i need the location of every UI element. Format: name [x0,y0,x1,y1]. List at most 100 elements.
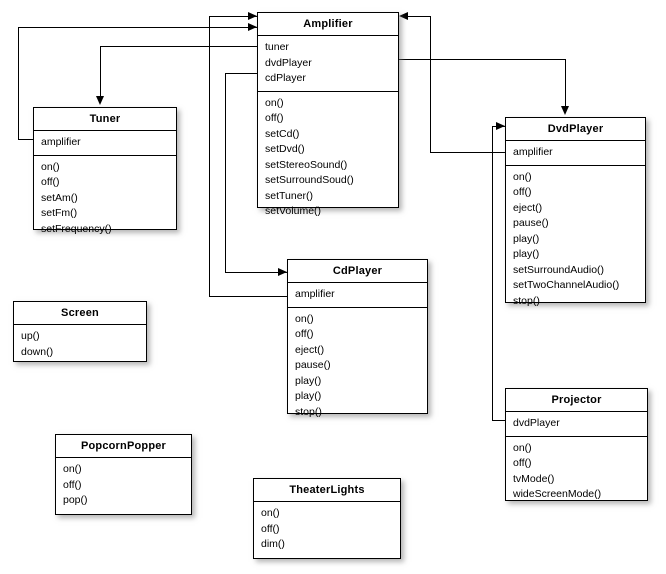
uml-operation: off() [63,478,82,491]
connector-segment [408,16,430,17]
connector-segment [18,139,34,140]
uml-attributes-compartment: tuner dvdPlayer cdPlayer [258,36,398,92]
uml-operation: off() [261,522,280,535]
uml-operation: off() [295,328,314,340]
uml-operation: setVolume() [265,205,322,217]
uml-operation: setTuner() [265,189,314,202]
connector-segment [209,16,257,17]
uml-operations-compartment: up() down() [14,325,146,366]
uml-operation: setDvd() [265,143,305,155]
uml-operation: pop() [63,494,88,506]
connector-segment [100,46,257,47]
uml-class-name: TheaterLights [254,479,400,502]
uml-attribute: cdPlayer [265,72,306,84]
connector-segment [225,73,257,74]
association-arrowhead [399,12,408,20]
uml-attribute: dvdPlayer [513,417,560,429]
uml-class-name: PopcornPopper [56,435,191,458]
connector-segment [209,16,210,296]
uml-class-theaterlights[interactable]: TheaterLights on() off() dim() [253,478,401,559]
uml-operations-compartment: on() off() setAm() setFm() setFrequency() [34,156,176,244]
uml-attributes-compartment: amplifier [506,141,645,166]
uml-operation: on() [265,96,284,109]
uml-operation: setFm() [41,207,78,219]
uml-operation: play() [295,390,322,402]
uml-operation: pause() [513,217,549,229]
uml-operation: setAm() [41,191,78,204]
uml-class-projector[interactable]: Projector dvdPlayer on() off() tvMode() wideS… [505,388,648,501]
uml-operation: setStereoSound() [265,158,348,171]
uml-class-name: CdPlayer [288,260,427,283]
uml-operation: down() [21,345,54,358]
connector-segment [100,46,101,98]
uml-operation: setTwoChannelAudio() [513,279,620,291]
uml-class-name: Amplifier [258,13,398,36]
association-arrowhead [278,268,287,276]
uml-operation: on() [513,441,532,454]
uml-operations-compartment: on() off() eject() pause() play() play() setSu… [506,166,645,316]
uml-attributes-compartment: amplifier [34,131,176,156]
uml-class-dvdplayer[interactable]: DvdPlayer amplifier on() off() eject() pause(… [505,117,646,307]
uml-operation: on() [63,463,82,475]
uml-operation: stop() [513,294,540,307]
uml-operation: play() [513,248,540,260]
uml-attribute: tuner [265,41,289,53]
connector-segment [209,296,287,297]
uml-operation: on() [513,170,532,183]
uml-attribute: amplifier [513,146,553,158]
uml-operations-compartment: on() off() pop() [56,458,191,515]
connector-segment [492,126,493,420]
uml-class-amplifier[interactable]: Amplifier tuner dvdPlayer cdPlayer on() off()… [257,12,399,217]
uml-operation: up() [21,330,40,342]
uml-operation: on() [295,312,314,325]
uml-operations-compartment: on()off()setCd()setDvd()setStereoSound()… [258,92,398,226]
uml-class-tuner[interactable]: Tuner amplifier on() off() setAm() setFm() set… [33,107,177,235]
uml-operation: stop() [295,405,322,418]
connector-segment [492,420,505,421]
uml-class-name: DvdPlayer [506,118,645,141]
uml-class-name: Screen [14,302,146,325]
uml-operation: off() [513,457,532,469]
association-arrowhead [248,12,257,20]
connector-segment [18,27,257,28]
uml-operation: setSurroundSoud() [265,174,354,186]
uml-operation: eject() [513,201,543,214]
connector-segment [430,152,505,153]
uml-operation: on() [261,507,280,519]
uml-operation: on() [41,160,60,173]
association-arrowhead [96,96,104,105]
uml-operation: eject() [295,343,325,356]
connector-segment [18,27,19,139]
connector-segment [565,59,566,108]
uml-operations-compartment: on() off() eject() pause() play() play() stop(… [288,308,427,427]
uml-operation: pause() [295,359,331,371]
uml-class-popcornpopper[interactable]: PopcornPopper on() off() pop() [55,434,192,515]
uml-class-screen[interactable]: Screen up() down() [13,301,147,362]
uml-operation: off() [265,112,284,124]
uml-operation: wideScreenMode() [513,488,602,500]
uml-class-name: Projector [506,389,647,412]
connector-segment [225,272,287,273]
connector-segment [399,59,565,60]
uml-operation: play() [295,374,322,387]
connector-segment [430,16,431,152]
uml-operations-compartment: on() off() dim() [254,502,400,559]
uml-operation: setFrequency() [41,222,112,235]
uml-operation: tvMode() [513,472,555,485]
uml-operation: off() [513,186,532,198]
uml-class-name: Tuner [34,108,176,131]
uml-attribute: dvdPlayer [265,56,312,69]
uml-operation: play() [513,232,540,245]
uml-operation: dim() [261,538,285,550]
uml-attribute: amplifier [295,288,335,300]
association-arrowhead [561,106,569,115]
association-arrowhead [496,122,505,130]
uml-operation: setSurroundAudio() [513,263,605,276]
uml-operations-compartment: on() off() tvMode() wideScreenMode() [506,437,647,509]
uml-operation: off() [41,176,60,188]
uml-attribute: amplifier [41,136,81,148]
uml-class-cdplayer[interactable]: CdPlayer amplifier on() off() eject() pause()… [287,259,428,418]
connector-segment [225,73,226,272]
uml-attributes-compartment: dvdPlayer [506,412,647,437]
